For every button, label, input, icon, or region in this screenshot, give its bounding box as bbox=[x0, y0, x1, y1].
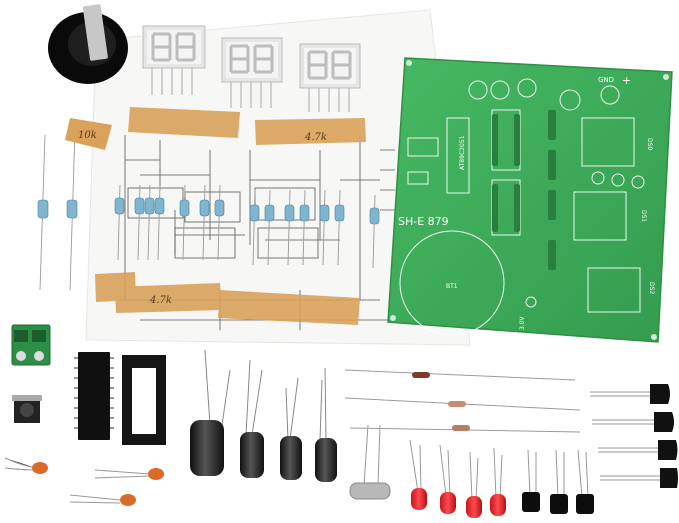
note-4-7k-bottom: 4.7k bbox=[149, 295, 172, 306]
pcb-volt-label: 3.0V bbox=[519, 315, 526, 330]
resistor-bodies bbox=[37, 197, 380, 225]
pcb-side-label-1: DS0 bbox=[646, 138, 653, 150]
electrolytic-capacitors bbox=[190, 349, 337, 482]
ic-socket bbox=[122, 355, 166, 445]
pcb-board: SH-E 879 AT89C2051 GND + BT1 3.0V DS0 DS… bbox=[387, 57, 673, 343]
battery-holder bbox=[48, 4, 128, 84]
seven-segment-displays bbox=[142, 25, 361, 112]
tact-switch bbox=[12, 395, 42, 423]
paper-notes: 10k 4.7k 4.7k bbox=[65, 118, 327, 306]
ic-chip bbox=[74, 352, 114, 440]
pcb-chip-label: AT89C2051 bbox=[459, 135, 466, 170]
transistors bbox=[590, 384, 678, 488]
terminal-block bbox=[11, 324, 51, 366]
pcb-model-label: SH-E 879 bbox=[398, 215, 449, 228]
note-10k: 10k bbox=[78, 130, 97, 141]
diodes bbox=[344, 369, 581, 433]
note-4-7k-top: 4.7k bbox=[304, 132, 327, 143]
crystal bbox=[349, 424, 391, 500]
pcb-side-label-2: DS1 bbox=[640, 210, 647, 222]
pcb-gnd-label: GND bbox=[598, 76, 614, 84]
red-leds bbox=[409, 439, 506, 518]
pcb-bt1-label: BT1 bbox=[446, 283, 458, 290]
ceramic-capacitors bbox=[4, 457, 164, 506]
pcb-side-label-3: DS2 bbox=[648, 282, 655, 294]
pcb-plus-label: + bbox=[622, 74, 631, 87]
black-led-sensors bbox=[522, 449, 594, 514]
